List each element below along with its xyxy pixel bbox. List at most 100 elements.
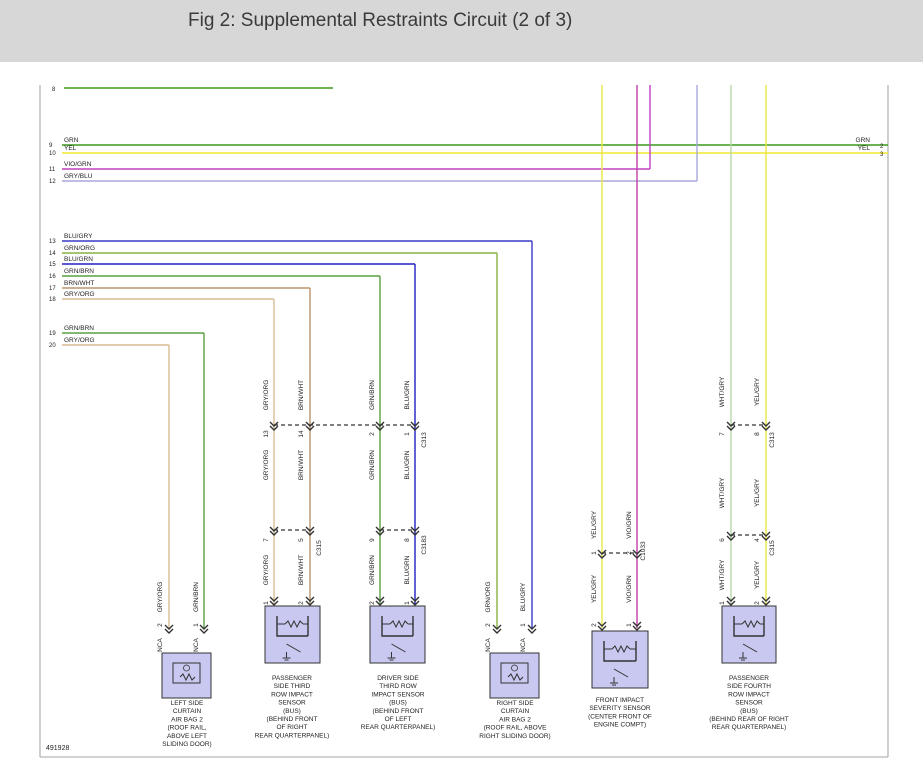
component-left-curtain-airbag-squib	[172, 662, 201, 684]
component-caption: THIRD ROW	[379, 683, 417, 690]
pin-number: 8	[754, 432, 761, 436]
component-caption: SEVERITY SENSOR	[589, 705, 651, 712]
connector-pin	[410, 425, 420, 431]
component-driver-third-row-sensor-switch	[391, 643, 406, 653]
component-caption: (BEHIND FRONT	[373, 708, 424, 715]
connector-pin	[632, 553, 642, 559]
wire-color-label: WHT/GRY	[719, 559, 726, 590]
connector-pin	[597, 625, 607, 631]
connector-pin	[761, 535, 771, 541]
connector-pin	[305, 421, 315, 427]
wire-color-label: YEL/GRY	[754, 560, 761, 589]
pin-number: 13	[263, 430, 270, 438]
wire-color-label: GRN/BRN	[369, 450, 376, 480]
bus-wire-label: GRN/ORG	[64, 245, 95, 252]
bus-wire-label: GRY/ORG	[64, 291, 95, 298]
component-caption: PASSENGER	[272, 675, 312, 682]
component-caption: SIDE THIRD	[274, 683, 311, 690]
component-right-curtain-airbag-resistor	[507, 672, 524, 682]
bus-pin-number: 16	[49, 274, 56, 280]
wire-color-label: GRN/ORG	[485, 581, 492, 612]
component-left-curtain-airbag-element	[183, 664, 190, 672]
wire-color-label: BRN/WHT	[298, 380, 305, 410]
connector-id: C315	[769, 540, 776, 556]
component-left-curtain-airbag-resistor	[179, 672, 196, 682]
connector-pin	[375, 425, 385, 431]
component-front-impact-severity-sensor-trace	[603, 641, 636, 662]
component-right-curtain-airbag-squib	[500, 662, 529, 684]
component-passenger-third-row-sensor-resistor	[284, 619, 304, 629]
connector-pin	[761, 531, 771, 537]
component-passenger-fourth-row-sensor-trace	[733, 616, 764, 637]
component-front-impact-severity-sensor-resistor	[611, 644, 631, 654]
pin-number: 4	[754, 538, 761, 542]
connector-pin	[726, 531, 736, 537]
component-right-curtain-airbag	[489, 652, 540, 699]
connector-pin	[410, 526, 420, 532]
connector-pin	[410, 596, 420, 602]
connector-pin	[726, 535, 736, 541]
pin-number: 1	[404, 601, 411, 605]
bus-pin-number: 13	[49, 239, 56, 245]
connector-pin	[164, 624, 174, 630]
component-caption: OF LEFT	[385, 716, 412, 723]
connector-pin	[726, 421, 736, 427]
wire-color-label: GRN/BRN	[193, 582, 200, 612]
connector-pin	[527, 624, 537, 630]
component-caption: ABOVE LEFT	[167, 733, 207, 740]
component-caption: AIR BAG 2	[499, 716, 531, 723]
bus-right-pin: 3	[880, 152, 884, 158]
bus-pin-number: 15	[49, 262, 56, 268]
connector-pin	[597, 549, 607, 555]
component-caption: SIDE FOURTH	[727, 683, 771, 690]
connector-pin	[375, 421, 385, 427]
component-front-impact-severity-sensor	[591, 630, 649, 689]
pin-number: 14	[298, 430, 305, 438]
connector-id: C313	[421, 432, 428, 448]
wire-color-label: YEL/GRY	[754, 478, 761, 507]
component-caption: REAR QUARTERPANEL)	[361, 724, 436, 731]
pin-number: 7	[719, 432, 726, 436]
bus-pin-number: 20	[49, 343, 56, 349]
wire-color-label: BLU/GRN	[404, 450, 411, 479]
pin-number: 2	[626, 551, 633, 555]
pin-number: 1	[404, 432, 411, 436]
component-driver-third-row-sensor	[369, 605, 426, 664]
page-header: Fig 2: Supplemental Restraints Circuit (…	[0, 0, 923, 62]
component-caption: (BEHIND REAR OF RIGHT	[709, 716, 788, 723]
bus-right-label: YEL	[858, 145, 871, 152]
pin-number: 2	[157, 623, 164, 627]
pin-number: 2	[369, 601, 376, 605]
component-caption: (ROOF RAIL, ABOVE	[484, 725, 548, 732]
connector-pin	[492, 624, 502, 630]
wire-color-label: YEL/GRY	[591, 510, 598, 539]
connector-id: C315	[316, 540, 323, 556]
connector-pin	[726, 425, 736, 431]
nca-label: NCA	[485, 637, 492, 651]
connector-pin	[269, 596, 279, 602]
pin-number: 8	[52, 87, 56, 93]
component-caption: RIGHT SIDE	[496, 700, 534, 707]
pin-number: 2	[591, 623, 598, 627]
component-caption: SENSOR	[278, 700, 306, 707]
bus-wire-label: GRY/ORG	[64, 337, 95, 344]
bus-pin-number: 18	[49, 297, 56, 303]
pin-number: 2	[369, 432, 376, 436]
bus-wire-label: YEL	[64, 145, 77, 152]
connector-pin	[199, 628, 209, 634]
component-caption: FRONT IMPACT	[596, 697, 644, 704]
connector-pin	[269, 530, 279, 536]
connector-pin	[375, 600, 385, 606]
bus-pin-number: 11	[49, 167, 56, 173]
connector-pin	[632, 621, 642, 627]
wire-color-label: GRN/BRN	[369, 380, 376, 410]
component-passenger-fourth-row-sensor	[721, 605, 777, 664]
wire-color-label: VIO/GRN	[626, 575, 633, 603]
bus-wire-label: GRN	[64, 137, 79, 144]
wire-color-label: BLU/GRY	[520, 582, 527, 611]
bus-pin-number: 17	[49, 286, 56, 292]
connector-pin	[269, 425, 279, 431]
bus-wire-label: BLU/GRY	[64, 233, 93, 240]
nca-label: NCA	[157, 637, 164, 651]
pin-number: 7	[263, 538, 270, 542]
